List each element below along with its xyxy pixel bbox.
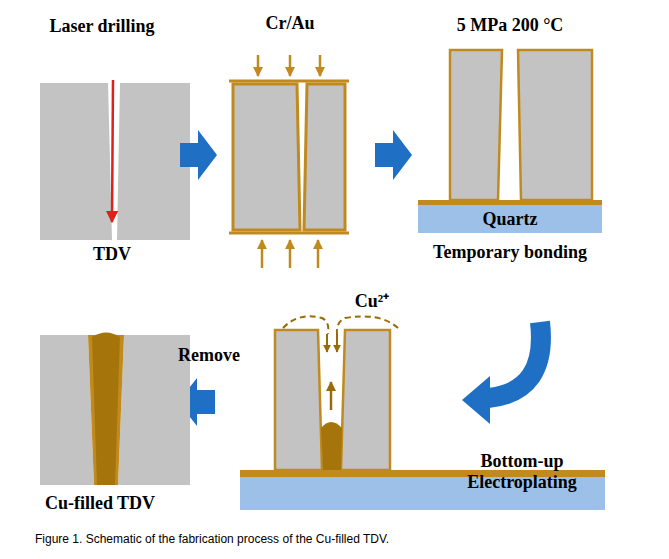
glass-cu-filled [40, 333, 190, 486]
ion-label: Cu²⁺ [355, 291, 389, 312]
glass-coated [229, 55, 349, 268]
glass-bonded [418, 50, 602, 205]
step-title: Laser drilling [49, 16, 154, 37]
quartz-carrier: Quartz [418, 205, 602, 233]
step-arrow [375, 130, 412, 180]
part-label: TDV [93, 244, 131, 265]
glass-electroplating [240, 316, 605, 510]
step-title: Temporary bonding [433, 242, 587, 263]
step-arrow-curved [462, 322, 541, 424]
condition-label: 5 MPa 200 °C [457, 15, 564, 36]
step-title: Bottom-up Electroplating [452, 451, 592, 492]
layer-label: Cr/Au [266, 13, 315, 34]
figure-caption: Figure 1. Schematic of the fabrication p… [35, 532, 389, 546]
part-label: Cu-filled TDV [45, 493, 155, 514]
step-title: Remove [178, 345, 240, 366]
step-arrow [180, 130, 217, 180]
glass-drilled [40, 80, 190, 240]
carrier-label: Quartz [483, 209, 538, 230]
